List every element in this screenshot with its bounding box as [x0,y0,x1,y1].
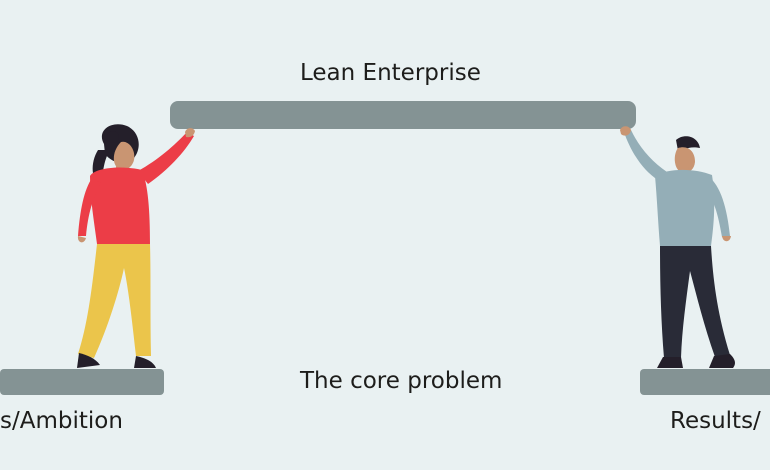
left-cutoff-label: s/Ambition [0,408,123,434]
right-platform-icon [640,369,770,395]
core-problem-label: The core problem [300,368,503,394]
lean-enterprise-title: Lean Enterprise [300,60,481,86]
left-person-icon [77,124,195,368]
right-person-icon [620,126,735,368]
left-platform-icon [0,369,164,395]
top-beam-icon [170,101,636,129]
right-cutoff-label: Results/ [670,408,761,434]
